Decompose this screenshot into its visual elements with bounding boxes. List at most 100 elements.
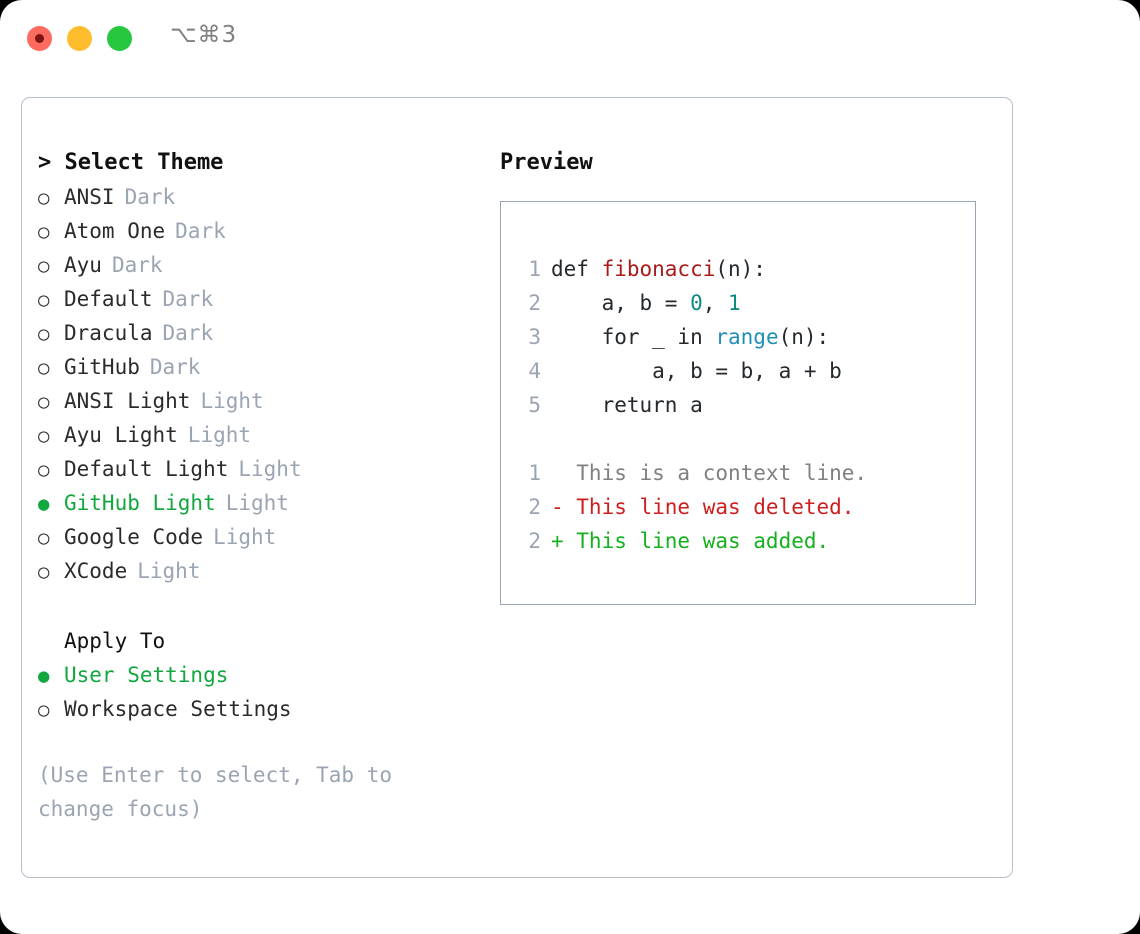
line-number: 1 xyxy=(528,257,541,281)
code-token: , xyxy=(702,291,729,315)
code-token: 1 xyxy=(728,291,741,315)
radio-unselected-icon: ○ xyxy=(38,289,50,311)
apply-to-option-label: Workspace Settings xyxy=(64,697,292,721)
code-line: 2 a, b = 0, 1 xyxy=(519,286,969,320)
theme-option-label: Google Code xyxy=(64,525,204,549)
code-token: 0 xyxy=(690,291,703,315)
theme-option-label: GitHub Light xyxy=(64,491,216,515)
theme-option-kind: Dark xyxy=(149,355,201,379)
theme-option[interactable]: ○ Dracula Dark xyxy=(38,316,488,350)
apply-to-option[interactable]: ● User Settings xyxy=(38,658,488,692)
select-theme-heading: > Select Theme xyxy=(38,150,224,175)
diff-sample: 1 This is a context line.2- This line wa… xyxy=(519,456,969,558)
code-token: for _ in xyxy=(551,325,716,349)
radio-unselected-icon: ○ xyxy=(38,357,50,379)
code-token: range xyxy=(715,325,779,349)
radio-unselected-icon: ○ xyxy=(38,187,50,209)
code-line-text: a, b = 0, 1 xyxy=(551,286,741,320)
title-bar: ⌥⌘3 xyxy=(0,0,1140,78)
radio-unselected-icon: ○ xyxy=(38,527,50,549)
theme-option-label: GitHub xyxy=(64,355,140,379)
radio-unselected-icon: ○ xyxy=(38,391,50,413)
apply-to-option[interactable]: ○ Workspace Settings xyxy=(38,692,488,726)
radio-unselected-icon: ○ xyxy=(38,221,50,243)
spacer xyxy=(38,588,488,624)
radio-unselected-icon: ○ xyxy=(38,323,50,345)
code-token: return a xyxy=(551,393,703,417)
theme-option-label: XCode xyxy=(64,559,128,583)
theme-option-kind: Dark xyxy=(111,253,163,277)
theme-option-label: ANSI Light xyxy=(64,389,191,413)
theme-option-label: Ayu Light xyxy=(64,423,178,447)
keyboard-shortcut-label: ⌥⌘3 xyxy=(170,22,238,48)
code-line-text: return a xyxy=(551,388,703,422)
diff-line: 2- This line was deleted. xyxy=(519,490,969,524)
radio-unselected-icon: ○ xyxy=(38,699,50,721)
line-number: 5 xyxy=(528,393,541,417)
code-line: 3 for _ in range(n): xyxy=(519,320,969,354)
theme-option[interactable]: ● GitHub Light Light xyxy=(38,486,488,520)
diff-line-text: This is a context line. xyxy=(551,461,868,485)
line-number: 2 xyxy=(528,495,541,519)
theme-option-label: ANSI xyxy=(64,185,115,209)
diff-line: 2+ This line was added. xyxy=(519,524,969,558)
line-number: 2 xyxy=(528,291,541,315)
theme-option-kind: Light xyxy=(238,457,302,481)
theme-option[interactable]: ○ ANSI Dark xyxy=(38,180,488,214)
apply-to-list[interactable]: ● User Settings ○ Workspace Settings xyxy=(38,658,488,726)
code-blank-line xyxy=(519,422,969,456)
theme-option-kind: Dark xyxy=(175,219,226,243)
code-token: def xyxy=(551,257,602,281)
code-token: a, b = xyxy=(551,291,691,315)
line-number: 4 xyxy=(528,359,541,383)
theme-option-label: Default Light xyxy=(64,457,229,481)
apply-to-option-label: User Settings xyxy=(64,663,229,687)
radio-unselected-icon: ○ xyxy=(38,255,50,277)
code-token: fibonacci xyxy=(601,257,716,281)
preview-title: Preview xyxy=(500,150,593,175)
radio-selected-icon: ● xyxy=(38,665,50,687)
theme-option-label: Atom One xyxy=(64,219,166,243)
theme-option-label: Dracula xyxy=(64,321,153,345)
theme-option-kind: Dark xyxy=(124,185,176,209)
theme-option[interactable]: ○ Default Dark xyxy=(38,282,488,316)
theme-option[interactable]: ○ GitHub Dark xyxy=(38,350,488,384)
code-line: 5 return a xyxy=(519,388,969,422)
line-number: 3 xyxy=(528,325,541,349)
maximize-button[interactable] xyxy=(107,26,132,51)
theme-option-kind: Light xyxy=(137,559,201,583)
close-button[interactable] xyxy=(27,26,52,51)
radio-unselected-icon: ○ xyxy=(38,459,50,481)
minimize-button[interactable] xyxy=(67,26,92,51)
code-token: (n): xyxy=(778,325,830,349)
code-token: a, b = b, a + b xyxy=(551,359,842,383)
line-number: 2 xyxy=(528,529,541,553)
radio-selected-icon: ● xyxy=(38,493,50,515)
code-line: 4 a, b = b, a + b xyxy=(519,354,969,388)
code-line-text: def fibonacci(n): xyxy=(551,252,766,286)
diff-line: 1 This is a context line. xyxy=(519,456,969,490)
theme-option[interactable]: ○ Default Light Light xyxy=(38,452,488,486)
theme-option-kind: Light xyxy=(225,491,289,515)
code-line-text: for _ in range(n): xyxy=(551,320,830,354)
theme-option-kind: Dark xyxy=(162,287,214,311)
theme-option[interactable]: ○ Atom One Dark xyxy=(38,214,488,248)
theme-option-kind: Light xyxy=(187,423,252,447)
code-line: 1 def fibonacci(n): xyxy=(519,252,969,286)
theme-option-label: Ayu xyxy=(64,253,102,277)
theme-option-kind: Dark xyxy=(162,321,214,345)
theme-option[interactable]: ○ Ayu Dark xyxy=(38,248,488,282)
theme-option-label: Default xyxy=(64,287,153,311)
